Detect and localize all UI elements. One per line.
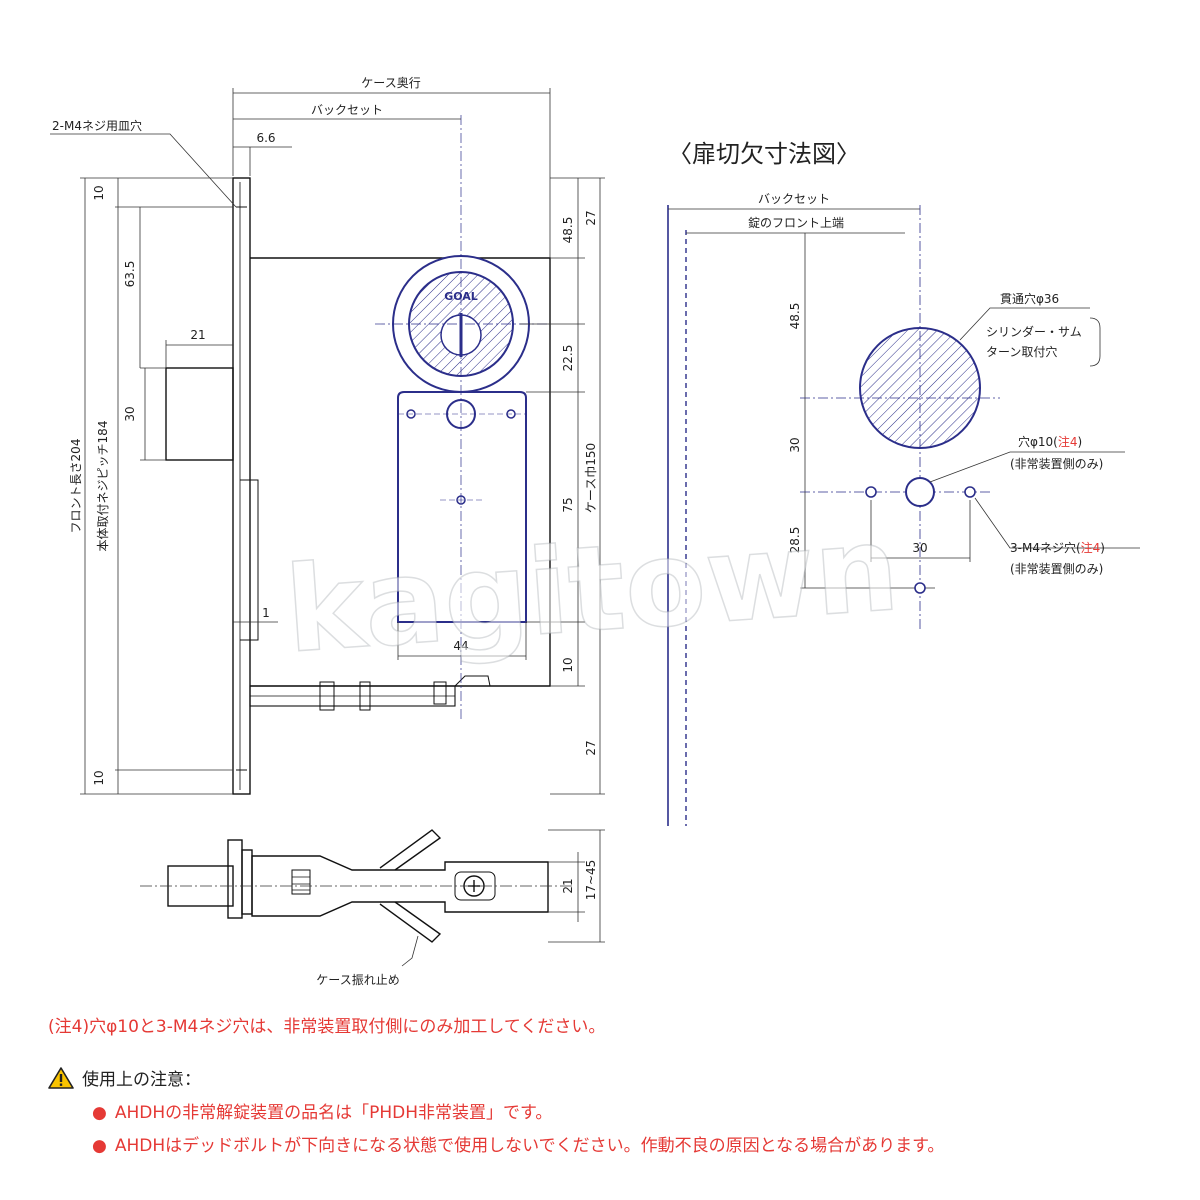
cutout-dim-48-5: 48.5: [788, 303, 802, 330]
case-width-label: ケース巾150: [584, 443, 598, 513]
dim-75: 75: [561, 497, 575, 512]
technical-drawing: GOAL: [50, 76, 1140, 987]
rotated-left-labels: 10 63.5 30 フロント長さ204 本体取付ネジピッチ184 10: [69, 185, 137, 785]
dimension-lines: [50, 88, 605, 795]
bullet-icon: ●: [92, 1136, 107, 1156]
m4-hole-bottom: [914, 582, 926, 594]
dim-27-top: 27: [584, 210, 598, 225]
caution-item: ●AHDHはデッドボルトが下向きになる状態で使用しないでください。作動不良の原因…: [92, 1136, 945, 1156]
dim-44: 44: [453, 639, 468, 653]
hole-10: [905, 477, 935, 507]
cutout-dim-28-5: 28.5: [788, 527, 802, 554]
note-4: (注4)穴φ10と3-M4ネジ穴は、非常装置取付側にのみ加工してください。: [48, 1017, 606, 1037]
side-dim-21: 21: [561, 878, 575, 893]
cutout-title: 〈扉切欠寸法図〉: [668, 140, 860, 168]
dim-63-5: 63.5: [123, 261, 137, 288]
thru-hole-label: 貫通穴φ36: [1000, 291, 1059, 306]
cover-plate: [397, 391, 527, 623]
thru-hole-36: [859, 327, 981, 449]
m4-hole-right: [964, 486, 976, 498]
caution-header: 使用上の注意：: [48, 1065, 1168, 1090]
notes-section: (注4)穴φ10と3-M4ネジ穴は、非常装置取付側にのみ加工してください。 使用…: [48, 1012, 1168, 1156]
m4-hole-left: [865, 486, 877, 498]
dim-27-bottom: 27: [584, 740, 598, 755]
rotated-right-labels: 48.5 27 22.5 75 ケース巾150 10 27: [561, 210, 598, 755]
warning-icon: [48, 1066, 74, 1089]
dim-21-bolt: 21: [190, 328, 205, 342]
side-dimension-lines: [401, 829, 605, 967]
front-length-label: フロント長さ204: [69, 439, 83, 534]
screw-hole-label: 2-M4ネジ用皿穴: [52, 118, 142, 133]
hole10-sub-label: (非常装置側のみ): [1010, 457, 1103, 471]
stopper-label: ケース振れ止め: [316, 973, 399, 987]
cylinder-hole-line2: ターン取付穴: [986, 344, 1057, 359]
case-depth-label: ケース奥行: [361, 76, 420, 90]
side-dim-17-45: 17~45: [584, 860, 598, 901]
m4-label: 3-M4ネジ穴(注4): [1010, 540, 1105, 555]
screw-pitch-label: 本体取付ネジピッチ184: [96, 421, 110, 552]
cutout-dim-30-h: 30: [912, 541, 927, 555]
dim-10-bottom: 10: [92, 770, 106, 785]
dim-22-5: 22.5: [561, 345, 575, 372]
dim-1: 1: [262, 606, 270, 620]
dim-10-top: 10: [92, 185, 106, 200]
caution-item: ●AHDHの非常解錠装置の品名は「PHDH非常装置」です。: [92, 1103, 553, 1123]
dim-6-6: 6.6: [256, 131, 275, 145]
cutout-diagram: [667, 205, 1140, 826]
backset-label: バックセット: [311, 103, 383, 117]
lock-front-view: [165, 177, 551, 795]
cutout-dim-30: 30: [788, 437, 802, 452]
hole10-label: 穴φ10(注4): [1018, 434, 1082, 449]
dim-30-bolt: 30: [123, 406, 137, 421]
caution-title: 使用上の注意：: [82, 1070, 201, 1090]
cylinder-hole-line1: シリンダー・サム: [986, 324, 1082, 339]
dim-48-5: 48.5: [561, 217, 575, 244]
bullet-icon: ●: [92, 1103, 107, 1123]
front-plate: [232, 177, 251, 795]
watermark: kagitown: [281, 499, 903, 679]
front-top-label: 錠のフロント上端: [748, 215, 844, 230]
deadbolt: [165, 367, 234, 461]
m4-sub-label: (非常装置側のみ): [1010, 562, 1103, 576]
dim-10-right: 10: [561, 657, 575, 672]
cutout-backset-label: バックセット: [758, 192, 830, 206]
